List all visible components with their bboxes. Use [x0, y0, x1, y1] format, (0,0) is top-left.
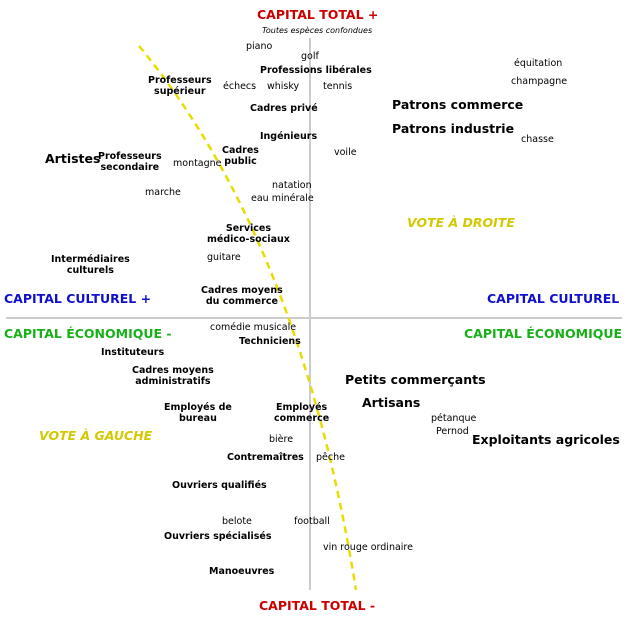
profession-line: Employés [275, 402, 328, 413]
profession-employes-de-bureau: Employés de bureau [164, 402, 232, 424]
practice-natation: natation [272, 180, 312, 191]
profession-patrons-commerce: Patrons commerce [392, 97, 524, 112]
practice-voile: voile [334, 147, 357, 158]
profession-exploitants-agricoles: Exploitants agricoles [472, 432, 620, 447]
profession-line: Cadres moyens [201, 285, 283, 296]
profession-services-medico-sociaux: Services médico-sociaux [207, 223, 290, 245]
profession-petits-commercants: Petits commerçants [345, 372, 486, 387]
profession-professeurs-superieur: Professeurs supérieur [148, 75, 212, 97]
profession-professions-liberales: Professions libérales [260, 65, 372, 76]
practice-biere: bière [269, 434, 294, 445]
capital-total-minus-label: CAPITAL TOTAL - [259, 598, 376, 613]
vote-gauche-label: VOTE À GAUCHE [39, 428, 153, 443]
practice-tennis: tennis [323, 81, 353, 92]
profession-cadres-public: Cadres public [222, 145, 259, 167]
practice-chasse: chasse [521, 134, 554, 145]
practice-football: football [294, 516, 330, 527]
practice-golf: golf [301, 51, 319, 62]
capital-economique-label: CAPITAL ÉCONOMIQUE [464, 326, 623, 341]
capital-total-subtitle: Toutes espèces confondues [262, 26, 373, 35]
practice-echecs: échecs [223, 81, 257, 92]
profession-employes-commerce: Employés commerce [274, 402, 329, 424]
capital-culturel-plus-label: CAPITAL CULTUREL + [4, 291, 152, 306]
practice-comedie-musicale: comédie musicale [210, 322, 297, 333]
profession-line: supérieur [154, 86, 206, 97]
profession-line: Cadres moyens [132, 365, 214, 376]
profession-line: médico-sociaux [207, 234, 290, 245]
profession-professeurs-secondaire: Professeurs secondaire [98, 151, 162, 173]
profession-line: Services [225, 223, 272, 234]
practice-montagne: montagne [173, 158, 222, 169]
practice-vin-rouge-ordinaire: vin rouge ordinaire [323, 542, 413, 553]
profession-line: administratifs [135, 376, 211, 387]
profession-line: Professeurs [148, 75, 212, 86]
profession-cadres-moyens-administratifs: Cadres moyens administratifs [132, 365, 214, 387]
practice-petanque: pétanque [431, 413, 477, 424]
profession-line: Cadres [222, 145, 259, 156]
capital-economique-minus-label: CAPITAL ÉCONOMIQUE - [4, 326, 172, 341]
profession-artistes: Artistes [45, 151, 101, 166]
practice-marche: marche [145, 187, 181, 198]
practice-eau-minerale: eau minérale [251, 193, 314, 204]
profession-line: commerce [274, 413, 330, 424]
profession-patrons-industrie: Patrons industrie [392, 121, 515, 136]
practice-equitation: équitation [514, 58, 563, 69]
profession-intermediaires-culturels: Intermédiaires culturels [51, 254, 130, 276]
profession-manoeuvres: Manoeuvres [209, 566, 275, 577]
profession-cadres-moyens-commerce: Cadres moyens du commerce [201, 285, 283, 307]
profession-line: public [224, 156, 257, 167]
profession-artisans: Artisans [362, 395, 421, 410]
practice-guitare: guitare [207, 252, 241, 263]
profession-line: Intermédiaires [51, 254, 130, 265]
profession-line: bureau [178, 413, 217, 424]
profession-line: culturels [66, 265, 114, 276]
profession-ouvriers-specialises: Ouvriers spécialisés [164, 531, 272, 542]
practice-champagne: champagne [511, 76, 568, 87]
vote-droite-label: VOTE À DROITE [407, 215, 515, 230]
profession-ingenieurs: Ingénieurs [260, 131, 318, 142]
capital-total-plus-label: CAPITAL TOTAL + [257, 7, 379, 22]
profession-contremaitres: Contremaîtres [227, 452, 304, 463]
practice-whisky: whisky [267, 81, 300, 92]
profession-cadres-prive: Cadres privé [250, 103, 318, 114]
profession-ouvriers-qualifies: Ouvriers qualifiés [172, 480, 267, 491]
vote-divide-line [138, 45, 358, 591]
practice-piano: piano [246, 41, 273, 52]
practice-peche: pêche [316, 452, 345, 463]
profession-line: du commerce [205, 296, 278, 307]
profession-instituteurs: Instituteurs [101, 347, 165, 358]
profession-line: secondaire [100, 162, 160, 173]
capital-culturel-label: CAPITAL CULTUREL [487, 291, 620, 306]
profession-line: Employés de [164, 402, 232, 413]
profession-techniciens: Techniciens [239, 336, 301, 347]
profession-line: Professeurs [98, 151, 162, 162]
practice-pernod: Pernod [436, 426, 469, 437]
practice-belote: belote [222, 516, 252, 527]
